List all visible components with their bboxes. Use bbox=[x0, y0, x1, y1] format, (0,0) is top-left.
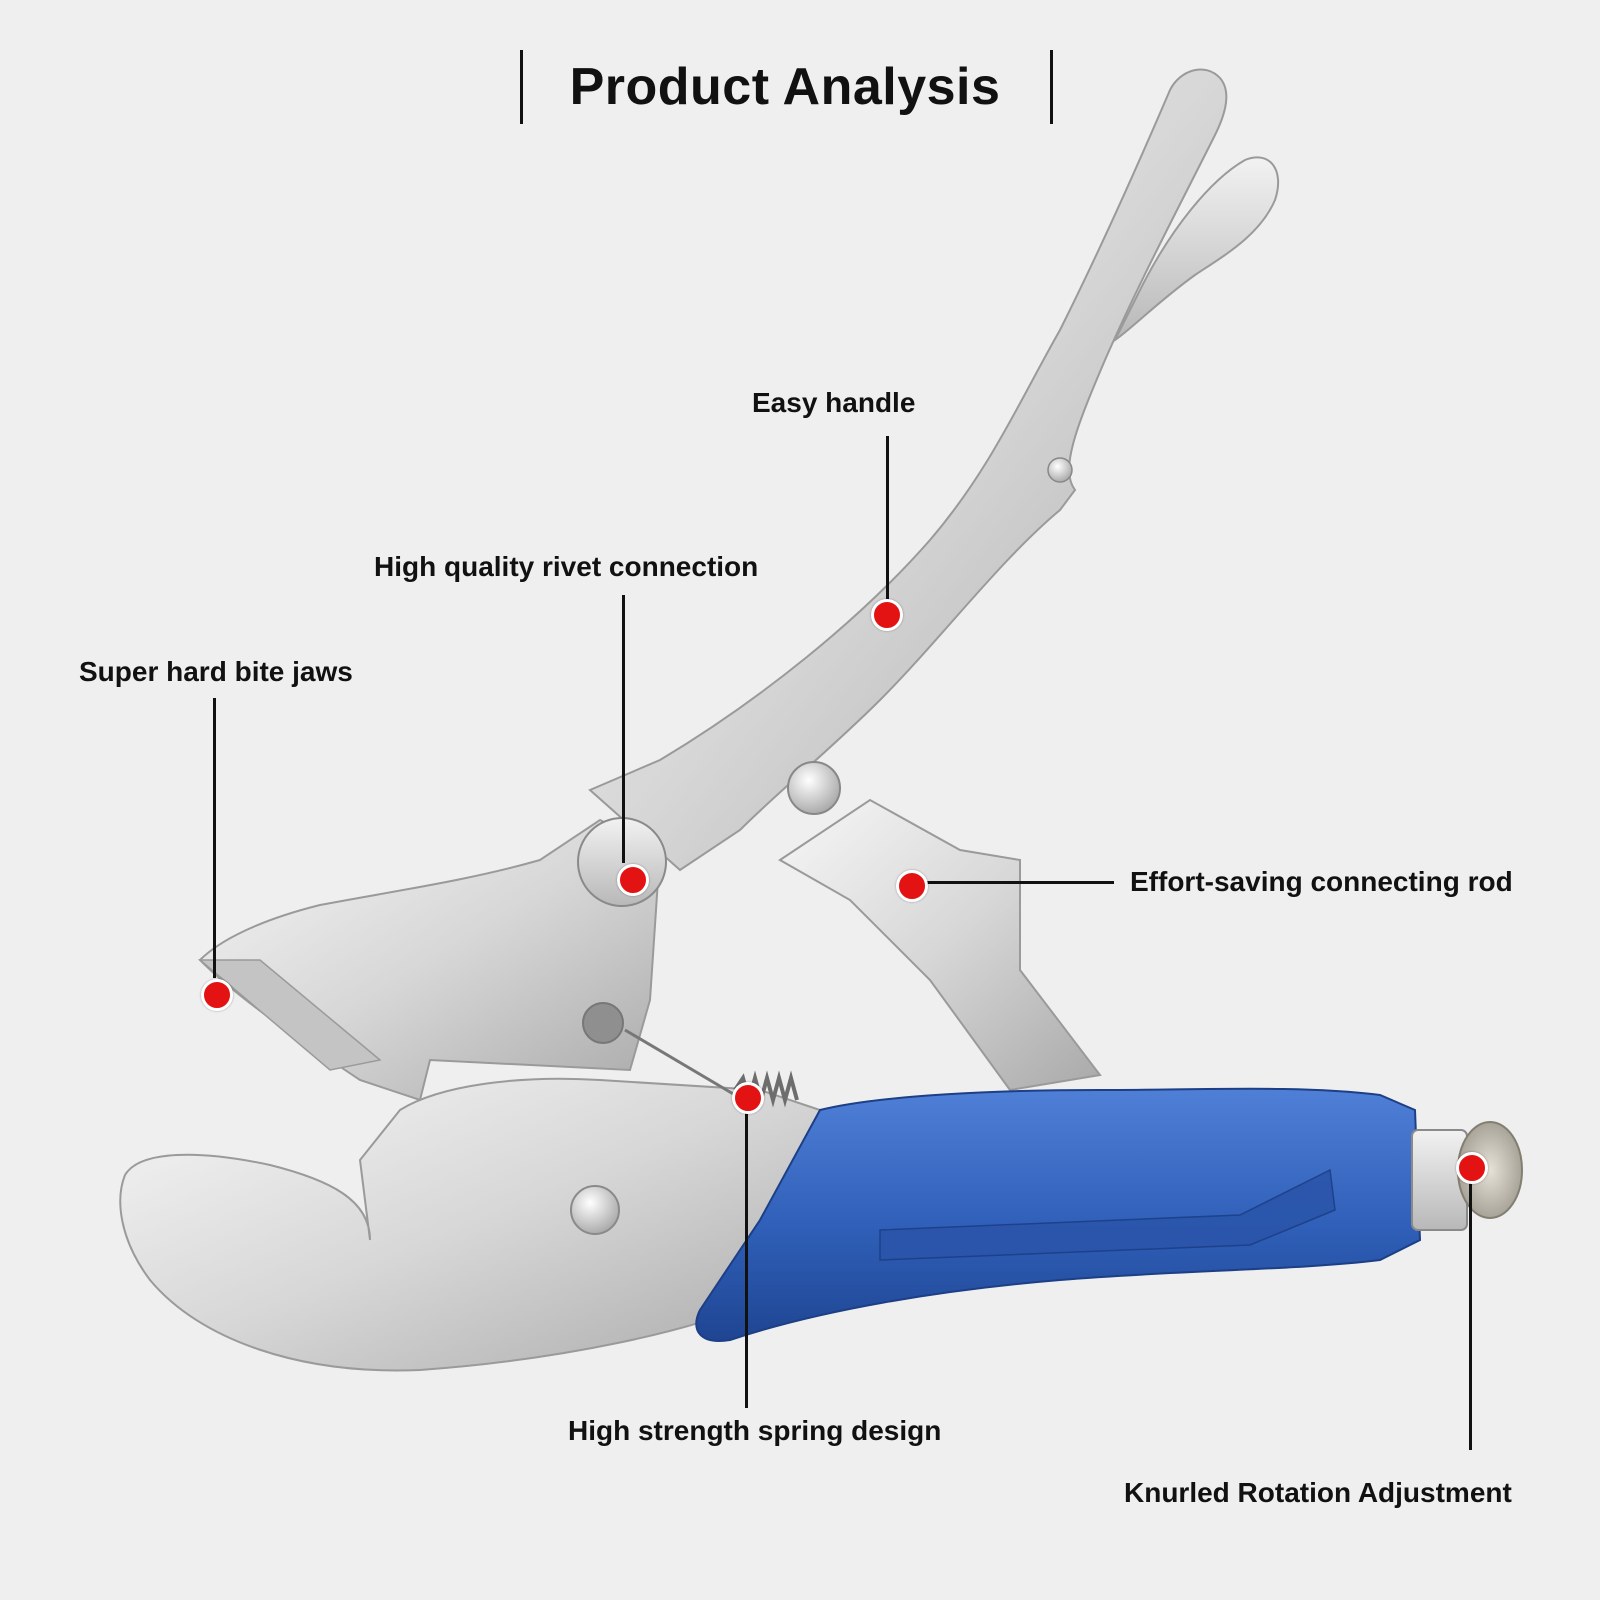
callout-connecting-rod-line bbox=[926, 881, 1114, 884]
lower-rivet-shape bbox=[570, 1185, 620, 1235]
title-right-bar bbox=[1050, 50, 1053, 124]
callout-easy-handle-marker bbox=[871, 599, 903, 631]
connecting-rod-shape bbox=[778, 798, 1102, 1092]
callout-spring-label: High strength spring design bbox=[568, 1415, 942, 1446]
spring-wire-shape bbox=[624, 1028, 736, 1097]
callout-rivet-line bbox=[622, 595, 625, 863]
callout-jaws-marker bbox=[201, 979, 233, 1011]
callout-spring-line bbox=[745, 1108, 748, 1408]
page-title: Product Analysis bbox=[569, 58, 1001, 116]
callout-knurled-marker bbox=[1456, 1152, 1488, 1184]
callout-jaws-line bbox=[213, 698, 216, 978]
callout-connecting-rod-marker bbox=[896, 870, 928, 902]
callout-jaws-label: Super hard bite jaws bbox=[79, 656, 353, 687]
callout-knurled-line bbox=[1469, 1180, 1472, 1450]
blue-grip-shape bbox=[695, 1087, 1422, 1342]
title-left-bar bbox=[520, 50, 523, 124]
callout-connecting-rod-label: Effort-saving connecting rod bbox=[1130, 866, 1513, 897]
small-rivet-shape bbox=[1047, 457, 1073, 483]
jaw-hole-shape bbox=[582, 1002, 624, 1044]
callout-rivet-label: High quality rivet connection bbox=[374, 551, 759, 582]
upper-rivet-shape bbox=[787, 761, 841, 815]
callout-rivet-marker bbox=[617, 864, 649, 896]
upper-handle-shape bbox=[588, 68, 1228, 872]
handle-flange-shape bbox=[1112, 156, 1280, 343]
callout-knurled-label: Knurled Rotation Adjustment bbox=[1124, 1477, 1512, 1508]
grip-groove-shape bbox=[879, 1168, 1336, 1261]
jaw-edge-shape bbox=[197, 959, 382, 1071]
callout-spring-marker bbox=[732, 1082, 764, 1114]
callout-easy-handle-label: Easy handle bbox=[752, 387, 916, 418]
callout-easy-handle-line bbox=[886, 436, 889, 606]
